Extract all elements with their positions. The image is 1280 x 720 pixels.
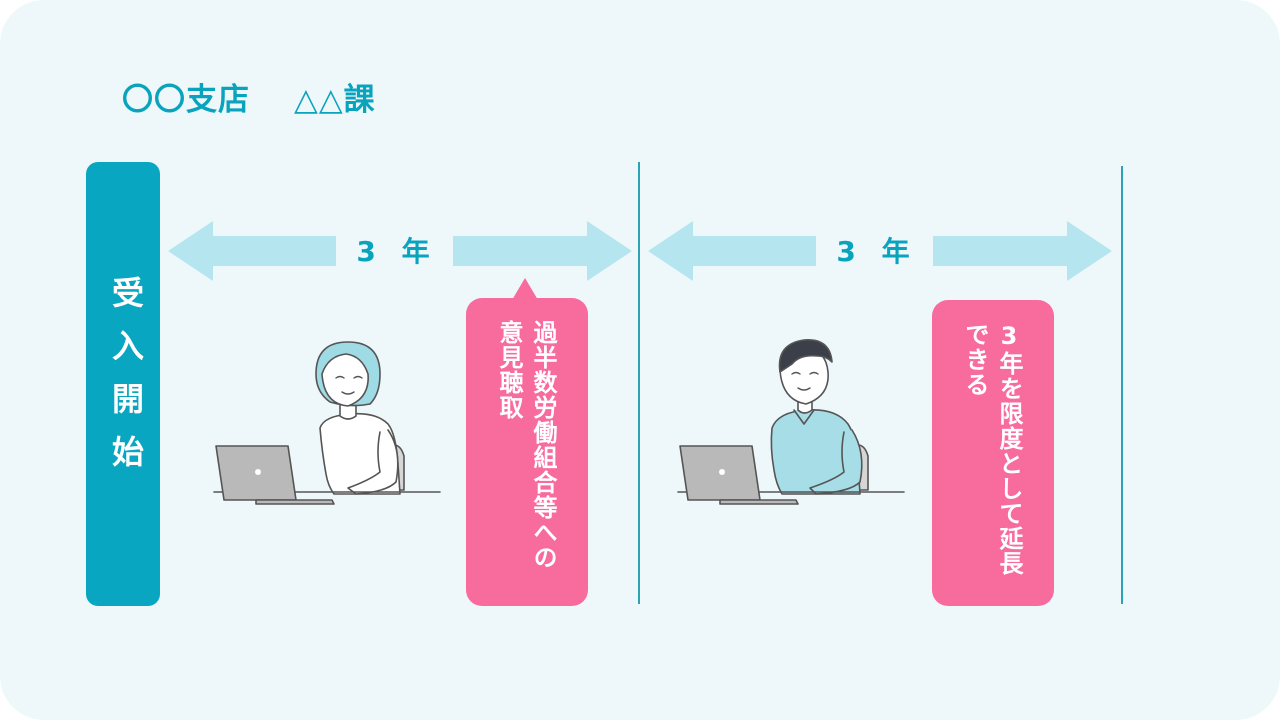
arrow-2-right-head [1067,221,1112,281]
period-1-duration: 3 年 [356,235,438,268]
callout-1-text: 過半数労働組合等への意見聴取 [495,320,557,570]
start-bar [86,162,160,606]
man-at-laptop-illustration [677,339,905,505]
arrow-2-left-head [648,221,693,281]
woman-at-laptop-illustration [213,341,441,505]
arrow-2-left-shaft [692,236,816,266]
period-divider-2 [1121,166,1123,604]
branch-name: 〇〇支店 [122,81,250,118]
callout-2-text: 3年を限度として延長できる [961,322,1023,576]
arrow-1-right-shaft [453,236,587,266]
callout-1-pointer [512,278,538,300]
section-name: △△課 [294,81,376,118]
callout-2 [932,300,1054,606]
arrow-1-left-shaft [212,236,336,266]
arrow-2-right-shaft [933,236,1067,266]
period-divider-1 [638,162,640,604]
callout-1 [466,298,588,606]
header: 〇〇支店 △△課 [122,74,376,118]
start-label: 受入開始 [107,276,145,488]
period-2-duration: 3 年 [836,235,918,268]
arrow-1-right-head [587,221,632,281]
arrow-1-left-head [168,221,213,281]
